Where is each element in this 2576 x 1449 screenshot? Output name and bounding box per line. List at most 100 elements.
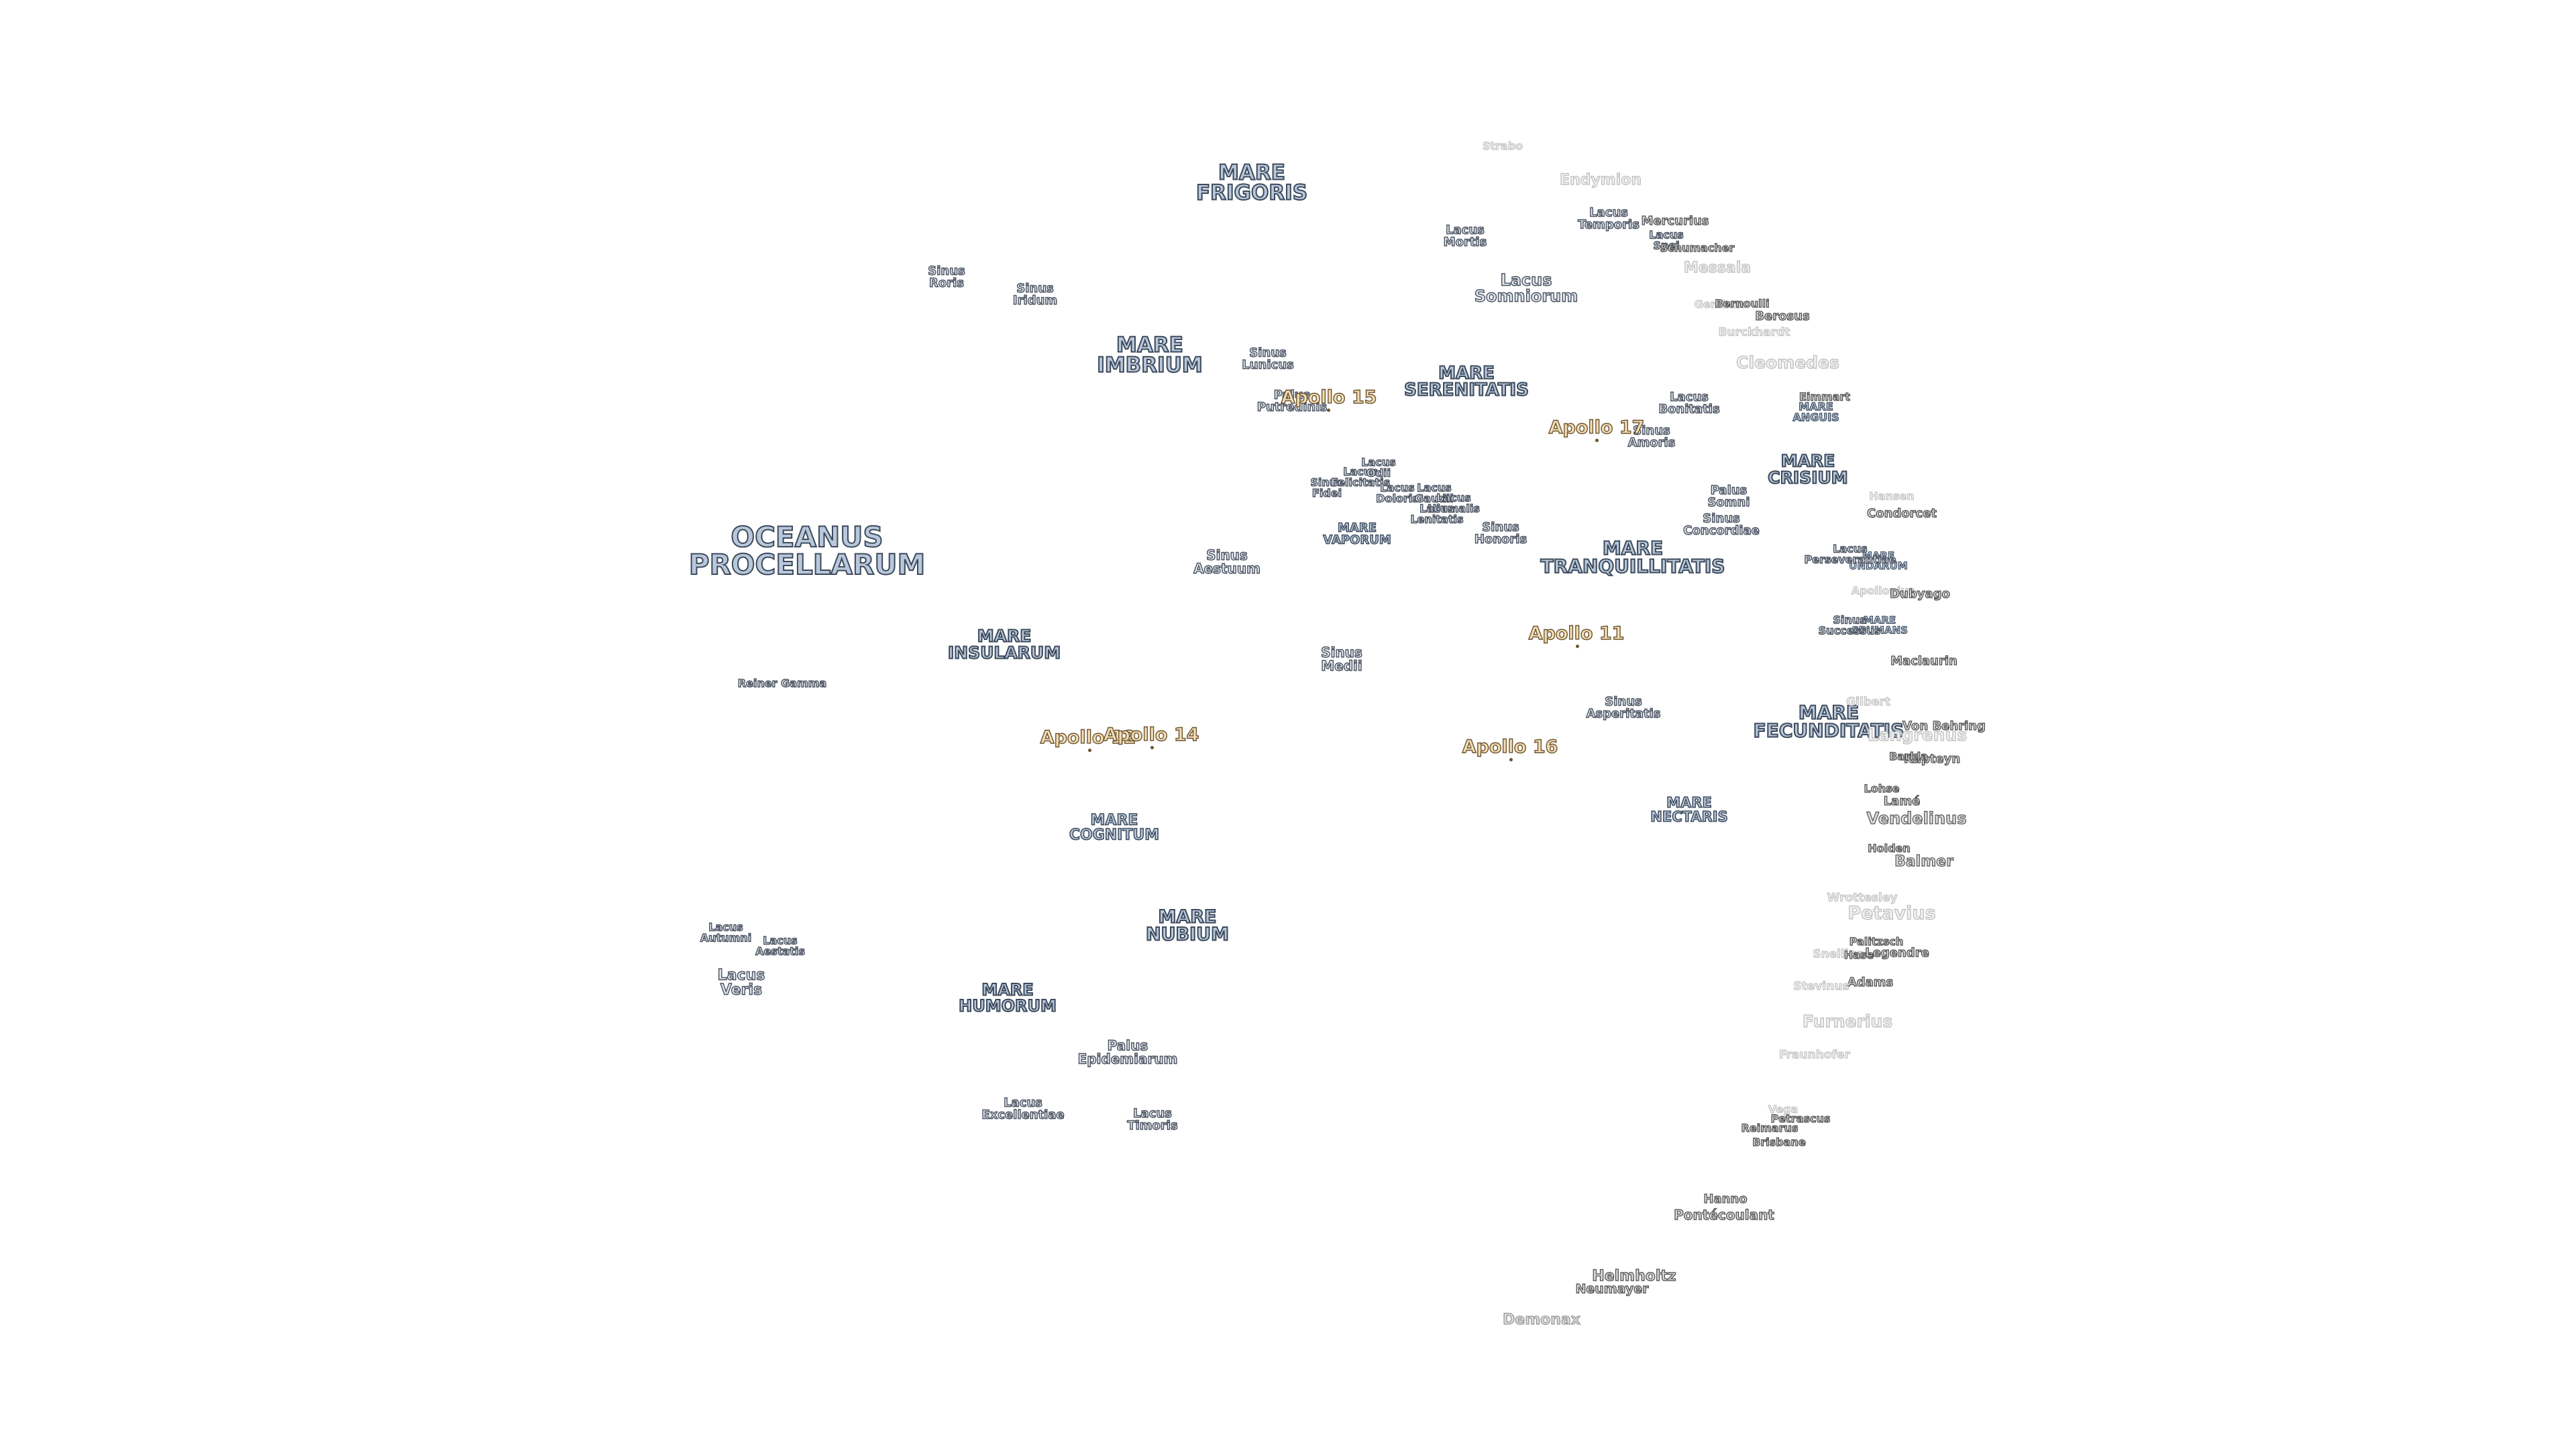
label-apollo-17: Apollo 17 [1548, 417, 1645, 438]
label-mare-frigoris: MARE FRIGORIS [1195, 160, 1308, 205]
label-sinus-asperitatis: Sinus Asperitatis [1586, 694, 1661, 720]
label-crater-legendre: Legendre [1865, 946, 1930, 961]
label-lacus-veris: Lacus Veris [717, 967, 765, 998]
label-sinus-lunicus: Sinus Lunicus [1242, 345, 1295, 372]
label-crater-holden: Holden [1868, 842, 1911, 855]
label-palus-epidemiarum: Palus Epidemiarum [1077, 1037, 1178, 1067]
label-palus-somni: Palus Somni [1707, 483, 1750, 509]
label-crater-reimarus: Reimarus [1741, 1122, 1799, 1135]
label-crater-geminus: Geminus [1694, 298, 1748, 311]
label-crater-maclaurin: Maclaurin [1890, 654, 1958, 669]
label-crater-barkla: Barkla [1888, 750, 1928, 763]
label-crater-petrascus: Petrascus [1770, 1112, 1831, 1126]
label-mare-insularum: MARE INSULARUM [947, 626, 1061, 662]
label-mare-imbrium: MARE IMBRIUM [1096, 333, 1203, 378]
label-crater-strabo: Strabo [1482, 140, 1523, 153]
label-lacus-hiemalis: Lacus Hiemalis [1427, 491, 1480, 515]
label-oceanus-procellarum: OCEANUS PROCELLARUM [688, 520, 926, 581]
label-mare-vaporum: MARE VAPORUM [1323, 521, 1392, 547]
label-crater-mercurius: Mercurius [1641, 214, 1709, 229]
label-mare-cognitum: MARE COGNITUM [1069, 812, 1160, 843]
label-crater-kapteyn: Kapteyn [1903, 752, 1961, 767]
apollo-14-site-marker [1150, 746, 1154, 749]
label-mare-crisium: MARE CRISIUM [1767, 451, 1848, 487]
label-crater-von-behring: Von Behring [1902, 719, 1986, 734]
label-sinus-medii: Sinus Medii [1320, 644, 1362, 674]
label-crater-apollonius: Apollonius [1851, 584, 1915, 598]
label-sinus-aestuum: Sinus Aestuum [1193, 547, 1260, 576]
label-crater-balmer: Balmer [1894, 853, 1953, 871]
label-apollo-16: Apollo 16 [1462, 736, 1558, 757]
label-crater-snellius: Snellius [1813, 947, 1864, 961]
label-lacus-somniorum: Lacus Somniorum [1474, 270, 1578, 305]
label-crater-stevinus: Stevinus [1793, 979, 1849, 994]
label-lacus-autumni: Lacus Autumni [700, 920, 752, 944]
label-crater-cleomedes: Cleomedes [1736, 352, 1840, 372]
label-lacus-felicitatis: Lacus Felicitatis [1330, 465, 1391, 488]
label-mare-spumans: MARE SPUMANS [1851, 614, 1909, 636]
label-crater-palitzsch: Palitzsch [1849, 935, 1904, 949]
label-mare-nubium: MARE NUBIUM [1145, 906, 1230, 945]
label-sinus-fidei: Sinus Fidei [1310, 476, 1344, 499]
label-sinus-roris: Sinus Roris [928, 264, 966, 290]
label-crater-burckhardt: Burckhardt [1718, 325, 1790, 339]
label-sinus-concordiae: Sinus Concordiae [1682, 511, 1760, 537]
label-apollo-12: Apollo 12 [1040, 727, 1136, 748]
label-crater-lohse: Lohse [1864, 782, 1900, 796]
label-crater-condorcet: Condorcet [1866, 506, 1937, 521]
label-crater-pontecoulant: Pontécoulant [1674, 1207, 1775, 1224]
label-lacus-mortis: Lacus Mortis [1443, 223, 1487, 249]
label-crater-petavius: Petavius [1847, 902, 1937, 924]
label-mare-undarum: MARE UNDARUM [1849, 549, 1909, 572]
apollo-12-site-marker [1088, 749, 1091, 752]
label-crater-helmholtz: Helmholtz [1592, 1268, 1677, 1285]
label-crater-endymion: Endymion [1559, 172, 1642, 189]
label-lacus-odii: Lacus Odii [1361, 455, 1397, 479]
label-crater-adams: Adams [1847, 975, 1894, 990]
label-crater-hanno: Hanno [1703, 1192, 1748, 1207]
label-crater-lame: Lamé [1883, 794, 1921, 809]
label-apollo-11: Apollo 11 [1528, 623, 1625, 644]
label-crater-neumayer: Neumayer [1575, 1281, 1649, 1297]
label-crater-fraunhofer: Fraunhofer [1779, 1048, 1851, 1062]
label-crater-eimmart: Eimmart [1799, 390, 1851, 404]
label-lacus-lenitatis: Lacus Lenitatis [1410, 502, 1464, 525]
label-reiner-gamma: Reiner Gamma [737, 677, 827, 690]
apollo-16-site-marker [1509, 758, 1513, 761]
label-lacus-excellentiae: Lacus Excellentiae [981, 1095, 1065, 1122]
label-crater-dubyago: Dubyago [1890, 587, 1951, 602]
label-crater-langrenus: Langrenus [1867, 724, 1968, 745]
label-lacus-temporis: Lacus Temporis [1577, 205, 1640, 231]
label-lacus-doloris: Lacus Doloris [1375, 481, 1419, 504]
label-crater-berosus: Berosus [1755, 309, 1811, 324]
label-mare-humorum: MARE HUMORUM [958, 980, 1057, 1015]
label-mare-tranquillitatis: MARE TRANQUILLITATIS [1540, 537, 1726, 578]
label-crater-wrottesley: Wrottesley [1827, 891, 1898, 905]
label-lacus-aestatis: Lacus Aestatis [755, 934, 805, 957]
label-crater-messala: Messala [1683, 260, 1752, 277]
label-sinus-amoris: Sinus Amoris [1627, 423, 1676, 449]
label-crater-vega: Vega [1768, 1103, 1799, 1116]
label-sinus-honoris: Sinus Honoris [1474, 520, 1527, 546]
label-crater-gilbert: Gilbert [1846, 695, 1891, 709]
label-lacus-perseverantiae: Lacus Perseverantiae [1804, 542, 1896, 566]
label-mare-fecunditatis: MARE FECUNDITATIS [1753, 701, 1905, 742]
label-crater-furnerius: Furnerius [1802, 1011, 1893, 1031]
label-crater-brisbane: Brisbane [1752, 1136, 1807, 1149]
label-sinus-successus: Sinus Successus [1818, 613, 1881, 637]
label-lacus-bonitatis: Lacus Bonitatis [1658, 390, 1721, 416]
label-crater-demonax: Demonax [1502, 1311, 1580, 1329]
label-crater-schumacher: Schumacher [1660, 241, 1735, 255]
label-sinus-iridum: Sinus Iridum [1012, 281, 1058, 307]
label-crater-hase: Hase [1843, 949, 1874, 962]
label-apollo-15: Apollo 15 [1281, 386, 1377, 408]
label-mare-anguis: MARE ANGUIS [1792, 400, 1840, 423]
apollo-11-site-marker [1576, 645, 1579, 648]
label-lacus-timoris: Lacus Timoris [1127, 1106, 1179, 1132]
apollo-17-site-marker [1595, 439, 1599, 442]
label-mare-nectaris: MARE NECTARIS [1650, 794, 1729, 824]
label-crater-vendelinus: Vendelinus [1866, 809, 1967, 828]
label-crater-bernoulli: Bernoulli [1715, 297, 1770, 311]
label-palus-putredinis: Palus Putredinis [1256, 388, 1328, 414]
